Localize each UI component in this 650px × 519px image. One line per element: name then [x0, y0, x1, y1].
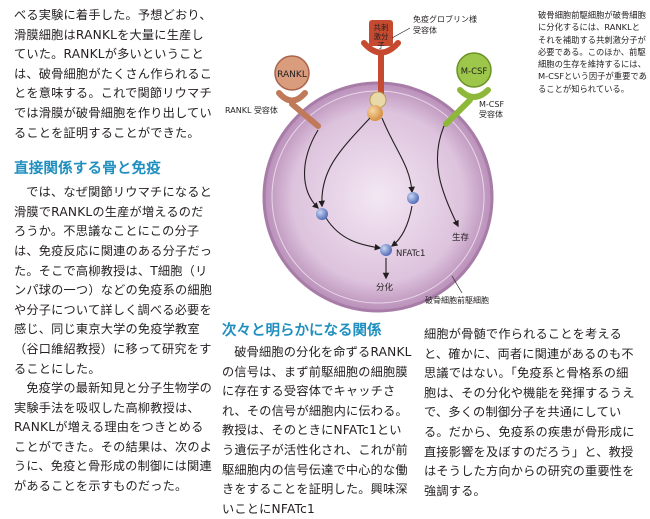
- costim-label-1: 共刺: [374, 23, 389, 32]
- rankl-arrow-to-node: [303, 129, 319, 209]
- section-heading-direct-relation: 直接関係する骨と免疫: [14, 161, 161, 178]
- osteoclast-differentiation-diagram: RANKL RANKL 受容体 共刺 激分 子 免疫グロブリン様 受容体 M-C…: [225, 14, 504, 313]
- right-paragraph-1: 細胞が骨髄で作られることを考えると、確かに、両者に関連があるのも不思議ではない。…: [424, 327, 635, 498]
- left-node-to-nfatc1-arrow: [325, 217, 382, 251]
- costim-label-3: 子: [377, 41, 385, 50]
- mcsf-survival-arrow: [436, 125, 459, 228]
- section-heading-revealed-relations: 次々と明らかになる関係: [222, 323, 382, 339]
- rankl-receptor-stem: [289, 101, 321, 129]
- ig-receptor-pointer: [391, 27, 411, 39]
- right-node-to-nfatc1-arrow: [390, 205, 413, 247]
- rankl-receptor-label: RANKL 受容体: [225, 105, 278, 115]
- nfatc1-label: NFATc1: [396, 249, 425, 259]
- left-paragraph-3: 免疫学の最新知見と分子生物学の実験手法を吸収した高柳教授は、RANKLが増える理…: [14, 381, 213, 494]
- ig-receptor-label-1: 免疫グロブリン様: [413, 14, 477, 24]
- costim-arrow-to-right-node: [381, 117, 415, 194]
- costim-molecule: [369, 20, 393, 46]
- mcsf-receptor-cup: [457, 87, 491, 100]
- mcsf-receptor-label-2: 受容体: [479, 109, 503, 119]
- mcsf-label: M-CSF: [461, 67, 488, 77]
- left-paragraph-1: べる実験に着手した。予想どおり、滑膜細胞はRANKLを大量に生産していた。RAN…: [14, 8, 213, 140]
- costim-label-2: 激分: [374, 31, 389, 41]
- middle-paragraph-1: 破骨細胞の分化を命ずるRANKLの信号は、まず前駆細胞の細胞膜に存在する受容体で…: [222, 345, 412, 516]
- middle-column: 破骨細胞の分化を命ずるRANKLの信号は、まず前駆細胞の細胞膜に存在する受容体で…: [222, 343, 412, 519]
- survival-label: 生存: [452, 232, 470, 243]
- nfatc1-node: [380, 244, 392, 256]
- mcsf-receptor-label-1: M-CSF: [479, 100, 504, 109]
- rankl-ligand: [274, 55, 310, 91]
- mcsf-ligand: [456, 52, 492, 88]
- adapter-sphere-orange: [367, 105, 383, 121]
- left-paragraph-2: では、なぜ関節リウマチになると滑膜でRANKLの生産が増えるのだろうか。不思議な…: [14, 185, 213, 376]
- mcsf-receptor-stem: [443, 97, 473, 127]
- cell-label-pointer: [451, 275, 463, 294]
- costim-arrow-to-left-node: [318, 117, 371, 208]
- diagram-caption: 破骨細胞前駆細胞が破骨細胞に分化するには、RANKLとそれを補助する共刺激分子が…: [538, 10, 647, 94]
- ig-receptor-label-2: 受容体: [413, 25, 437, 35]
- left-column: べる実験に着手した。予想どおり、滑膜細胞はRANKLを大量に生産していた。RAN…: [14, 6, 214, 497]
- differentiation-label: 分化: [376, 282, 394, 293]
- right-column: 細胞が骨髄で作られることを考えると、確かに、両者に関連があるのも不思議ではない。…: [424, 325, 636, 501]
- rankl-label: RANKL: [277, 70, 307, 80]
- rankl-receptor-cup: [276, 90, 308, 104]
- signal-node-left: [316, 208, 328, 220]
- cell-label: 破骨細胞前駆細胞: [425, 295, 489, 305]
- costim-cup: [361, 40, 401, 56]
- signal-node-right: [407, 192, 419, 204]
